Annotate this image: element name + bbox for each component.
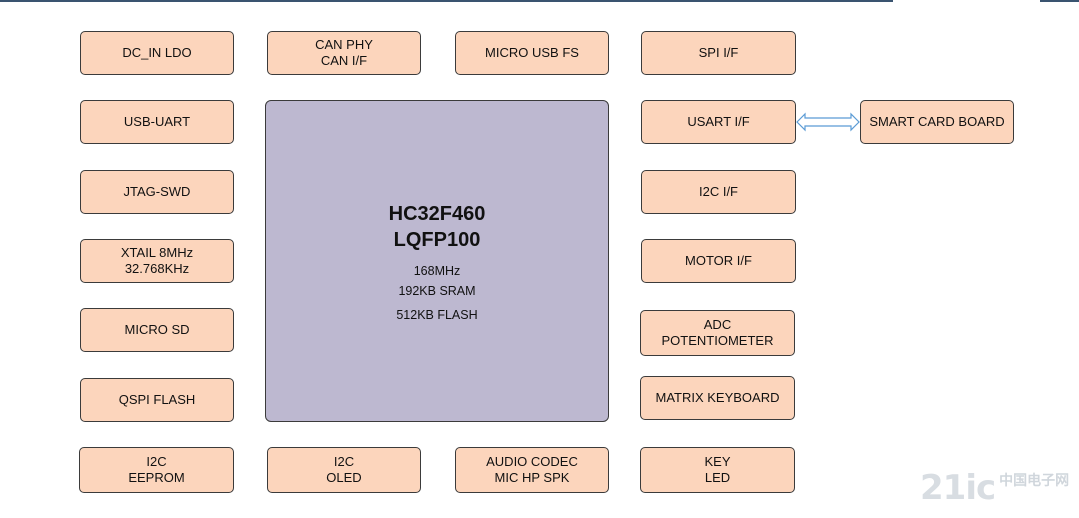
block-i2c-if: I2C I/F (641, 170, 796, 214)
watermark-site: 中国电子网 (999, 472, 1070, 488)
block-smart-card-board: SMART CARD BOARD (860, 100, 1014, 144)
block-label: MICRO SD (124, 322, 190, 337)
block-label: I2C I/F (698, 184, 738, 199)
block-label: SMART CARD BOARD (869, 114, 1005, 129)
block-label: SPI I/F (698, 45, 739, 60)
block-label: ADC POTENTIOMETER (661, 317, 774, 348)
block-adc-potentiometer: ADC POTENTIOMETER (640, 310, 795, 356)
block-matrix-keyboard: MATRIX KEYBOARD (640, 376, 795, 420)
block-micro-usb-fs: MICRO USB FS (455, 31, 609, 75)
block-label: MICRO USB FS (485, 45, 579, 60)
top-rule-right (1040, 0, 1079, 2)
block-motor-if: MOTOR I/F (641, 239, 796, 283)
block-label: DC_IN LDO (122, 45, 192, 60)
block-i2c-eeprom: I2C EEPROM (79, 447, 234, 493)
block-dc-in-ldo: DC_IN LDO (80, 31, 234, 75)
mcu-block: HC32F460 LQFP100 168MHz 192KB SRAM 512KB… (265, 100, 609, 422)
mcu-name: HC32F460 LQFP100 (388, 203, 486, 251)
top-rule (0, 0, 893, 2)
block-label: JTAG-SWD (123, 184, 191, 199)
watermark-brand: 21ic (920, 468, 996, 508)
block-label: CAN PHY CAN I/F (315, 37, 373, 68)
block-label: I2C OLED (326, 454, 362, 485)
block-qspi-flash: QSPI FLASH (80, 378, 234, 422)
block-label: MOTOR I/F (685, 253, 752, 268)
mcu-sram: 192KB SRAM (398, 284, 476, 298)
block-micro-sd: MICRO SD (80, 308, 234, 352)
block-label: QSPI FLASH (118, 392, 196, 407)
bidirectional-arrow-icon (796, 112, 860, 132)
block-usart-if: USART I/F (641, 100, 796, 144)
block-label: USB-UART (123, 114, 191, 129)
block-i2c-oled: I2C OLED (267, 447, 421, 493)
block-audio-codec: AUDIO CODEC MIC HP SPK (455, 447, 609, 493)
block-key-led: KEY LED (640, 447, 795, 493)
block-label: I2C EEPROM (128, 454, 185, 485)
block-can-phy: CAN PHY CAN I/F (267, 31, 421, 75)
block-spi-if: SPI I/F (641, 31, 796, 75)
block-label: USART I/F (687, 114, 750, 129)
mcu-frequency: 168MHz (413, 264, 461, 278)
block-xtail: XTAIL 8MHz 32.768KHz (80, 239, 234, 283)
block-label: XTAIL 8MHz 32.768KHz (120, 245, 194, 276)
block-label: MATRIX KEYBOARD (655, 390, 780, 405)
block-label: KEY LED (704, 454, 731, 485)
block-jtag-swd: JTAG-SWD (80, 170, 234, 214)
mcu-specs: 168MHz 192KB SRAM 512KB FLASH (266, 261, 608, 325)
block-label: AUDIO CODEC MIC HP SPK (486, 454, 578, 485)
block-usb-uart: USB-UART (80, 100, 234, 144)
mcu-flash: 512KB FLASH (396, 308, 478, 322)
